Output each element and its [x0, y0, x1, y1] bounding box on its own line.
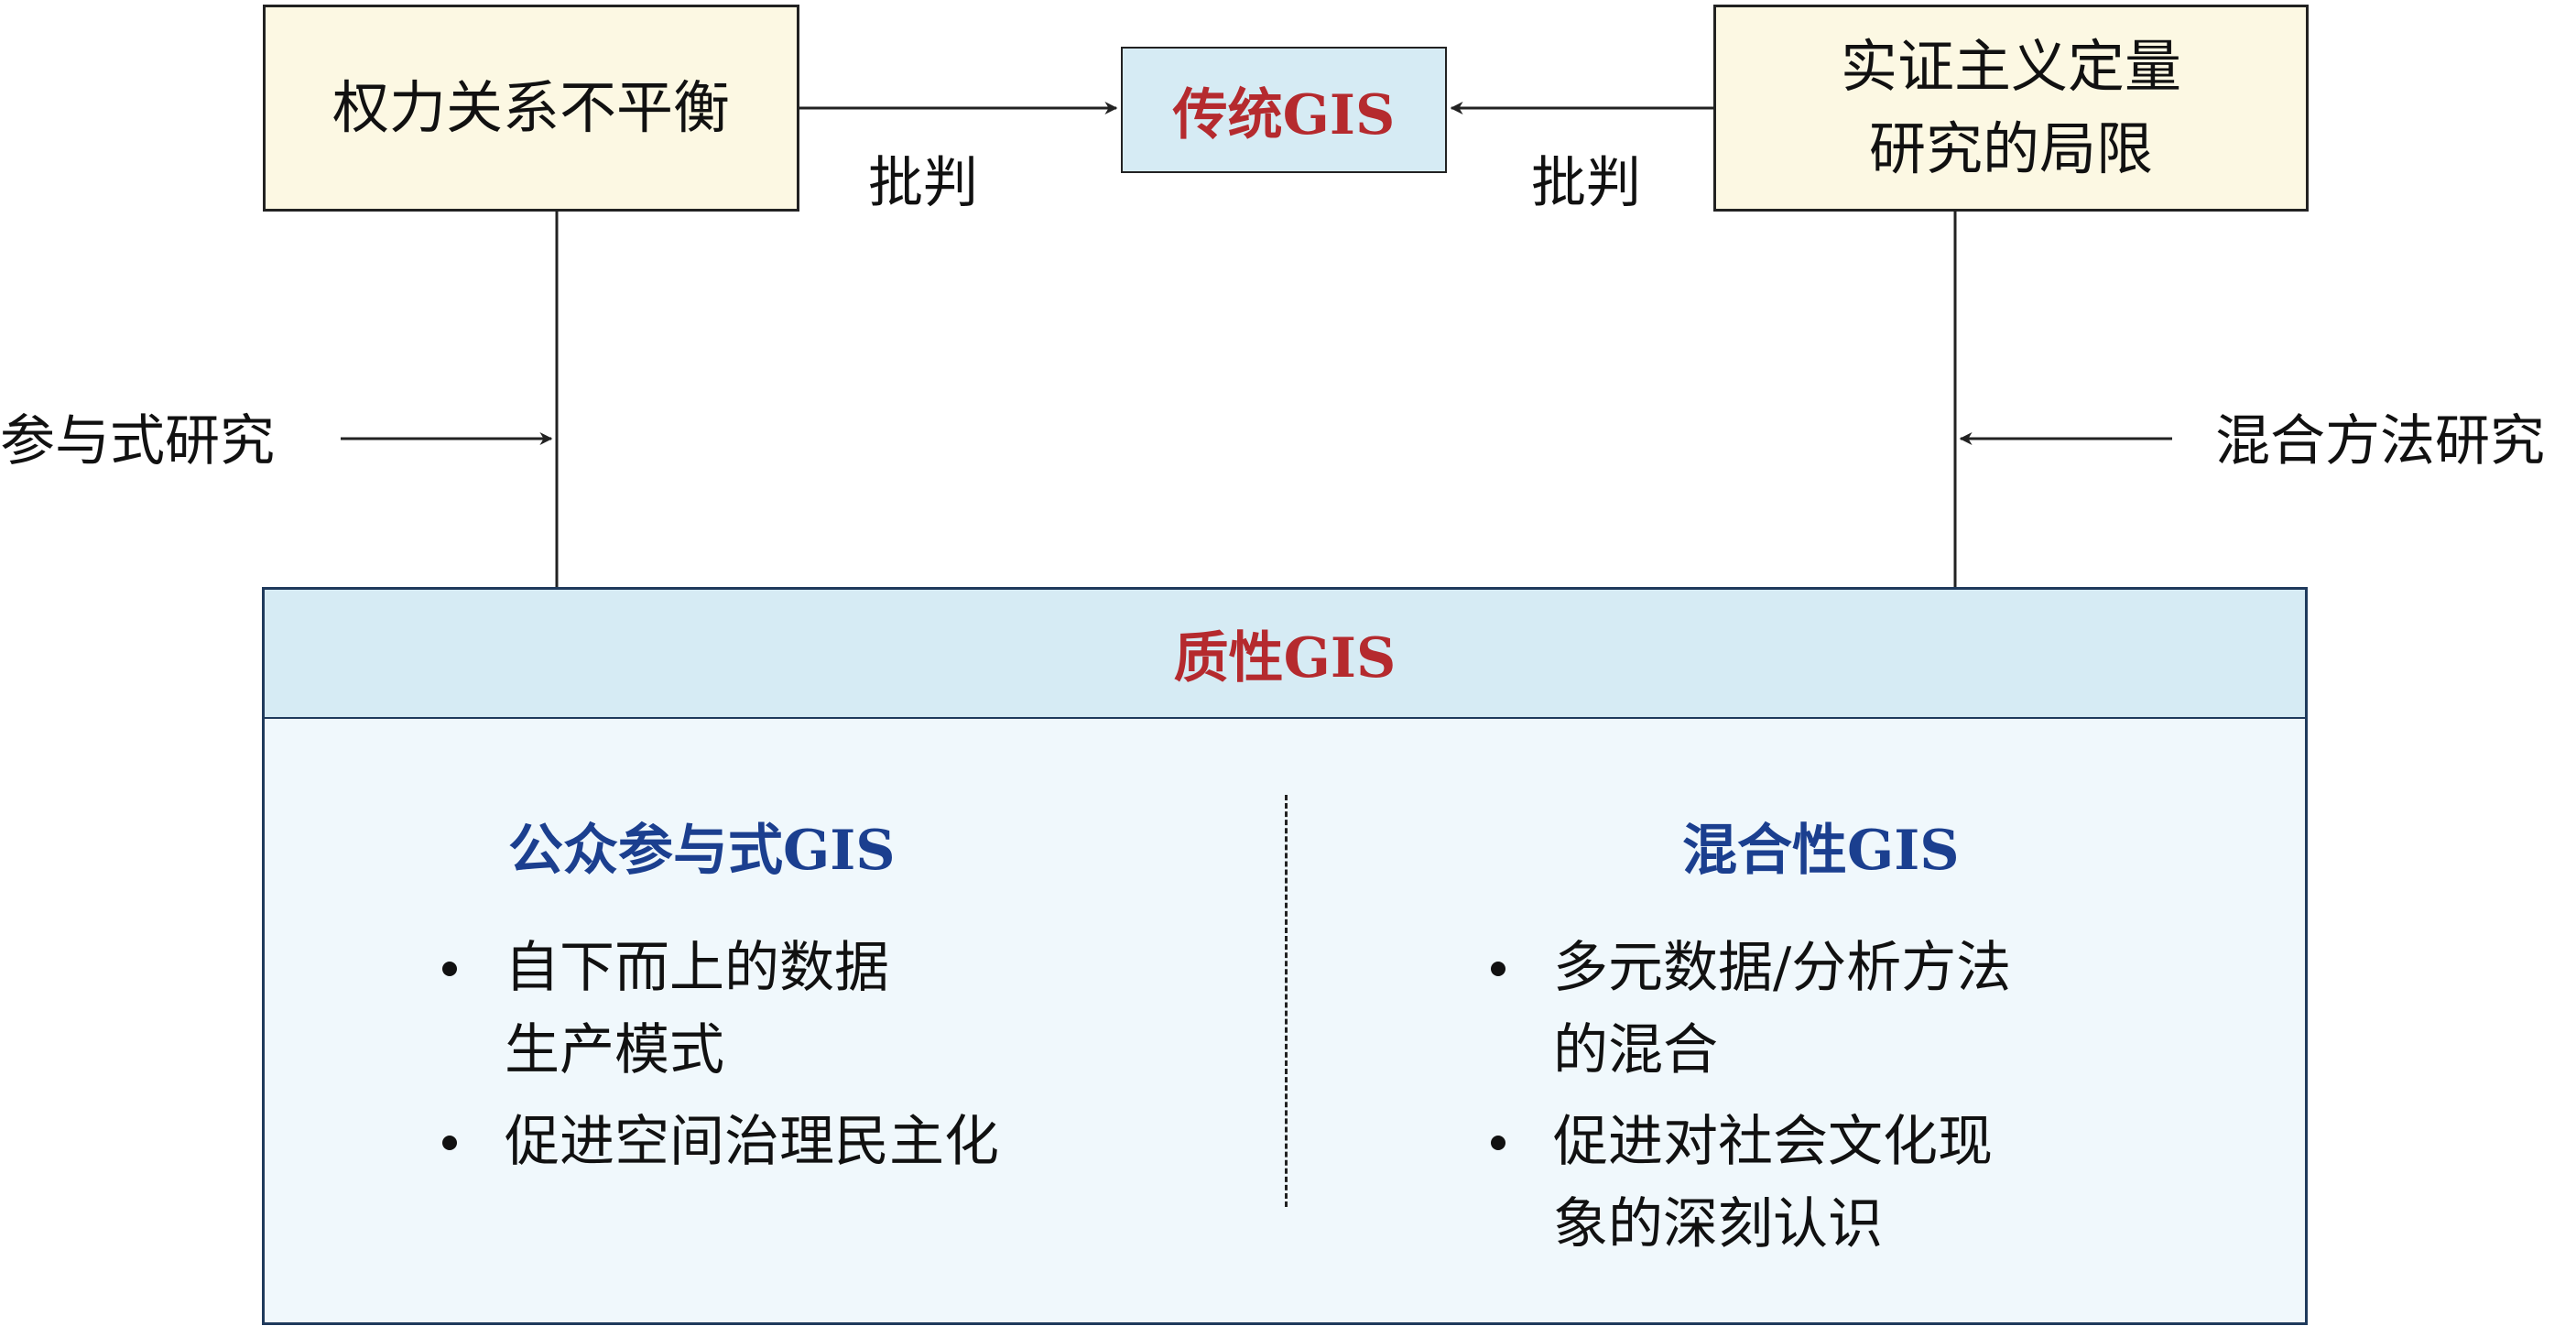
- list-item: 自下而上的数据 生产模式: [442, 927, 999, 1092]
- mixed-gis-title: 混合性GIS: [1682, 819, 1960, 883]
- bullet-icon: [1491, 962, 1505, 976]
- bullet-icon: [442, 962, 457, 976]
- bullet-icon: [1491, 1136, 1505, 1150]
- mixed-gis-bullet-list: 多元数据/分析方法 的混合 促进对社会文化现 象的深刻认识: [1491, 927, 2011, 1275]
- qualitative-gis-panel: 质性GIS 公众参与式GIS 自下而上的数据 生产模式 促进空间治理民主化 混合…: [262, 587, 2308, 1325]
- qualitative-gis-title: 质性GIS: [1173, 626, 1397, 690]
- list-item: 促进空间治理民主化: [442, 1101, 999, 1183]
- bullet-text-line: 象的深刻认识: [1553, 1192, 1883, 1256]
- bullet-text-line: 促进空间治理民主化: [505, 1110, 999, 1174]
- positivism-label-line2: 研究的局限: [1868, 115, 2153, 182]
- bullet-text-line: 生产模式: [505, 1018, 724, 1082]
- traditional-gis-label: 传统GIS: [1172, 82, 1396, 147]
- bullet-text-line: 的混合: [1553, 1018, 1718, 1082]
- critique-label-left: 批判: [868, 151, 978, 215]
- traditional-gis-node: 传统GIS: [1121, 47, 1447, 173]
- positivism-label-line1: 实证主义定量: [1840, 33, 2181, 101]
- mixed-methods-research-label: 混合方法研究: [2215, 409, 2545, 473]
- column-divider: [1285, 795, 1288, 1207]
- bullet-text-line: 自下而上的数据: [505, 936, 889, 1000]
- ppgis-title: 公众参与式GIS: [508, 819, 896, 883]
- power-imbalance-label: 权力关系不平衡: [332, 74, 730, 142]
- participatory-research-label: 参与式研究: [0, 409, 275, 473]
- bullet-text-line: 促进对社会文化现: [1553, 1110, 1993, 1174]
- bullet-icon: [442, 1136, 457, 1150]
- qualitative-gis-header: 质性GIS: [265, 590, 2305, 719]
- list-item: 多元数据/分析方法 的混合: [1491, 927, 2011, 1092]
- positivism-limitation-node: 实证主义定量 研究的局限: [1713, 5, 2309, 212]
- bullet-text-line: 多元数据/分析方法: [1553, 936, 2012, 1000]
- critique-label-right: 批判: [1531, 151, 1641, 215]
- ppgis-bullet-list: 自下而上的数据 生产模式 促进空间治理民主化: [442, 927, 999, 1192]
- list-item: 促进对社会文化现 象的深刻认识: [1491, 1101, 2011, 1266]
- power-imbalance-node: 权力关系不平衡: [263, 5, 799, 212]
